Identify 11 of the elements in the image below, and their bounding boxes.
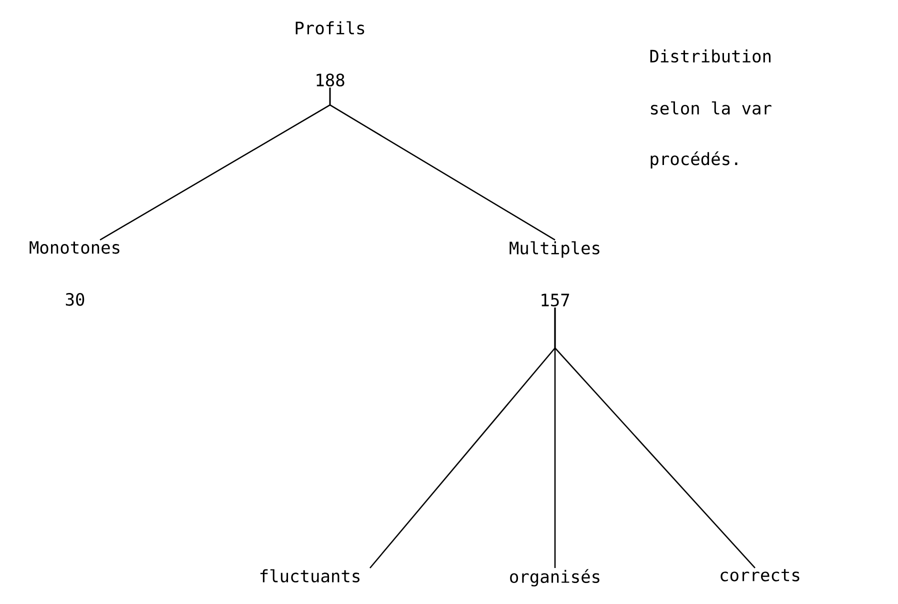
caption-text: procédés. (650, 151, 738, 169)
caption-text: Distribution (650, 49, 770, 63)
tree-label: organisés (510, 569, 600, 586)
tree-label: corrects (720, 569, 800, 582)
tree-label: Monotones 30 (30, 241, 120, 306)
caption-text: selon la var (650, 101, 772, 115)
tree-label: fluctuants (260, 569, 360, 582)
tree-label: Profils 188 (296, 21, 364, 86)
tree-line (329, 88, 556, 241)
tree-label: Multiples 157 (510, 241, 600, 306)
tree-line (554, 308, 756, 568)
